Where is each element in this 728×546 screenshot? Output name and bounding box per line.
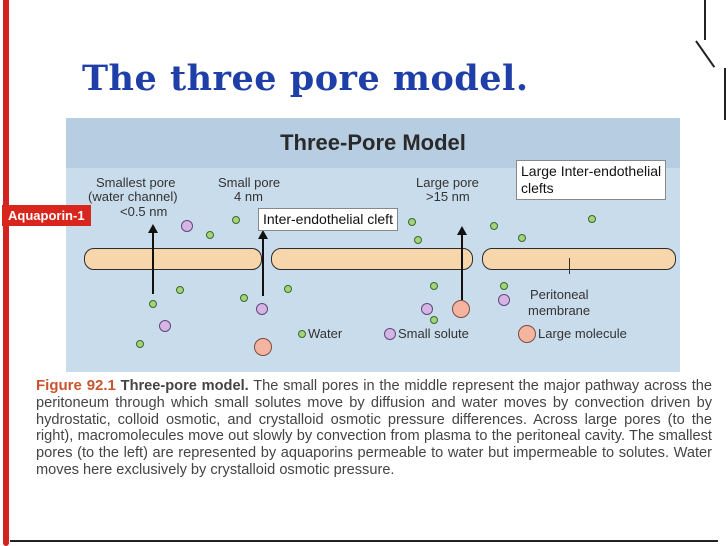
large-inter-endothelial-callout: Large Inter-endothelial clefts [516, 160, 667, 200]
small-pore-label: Small pore [218, 175, 281, 190]
water-particle [240, 294, 248, 302]
aquaporin-badge: Aquaporin-1 [2, 205, 91, 226]
small-solute-particle [159, 320, 171, 332]
frame-segment [704, 0, 706, 40]
left-frame-line [3, 0, 9, 546]
small-pore-size: 4 nm [234, 189, 263, 204]
water-particle [232, 216, 240, 224]
large-pore-label: Large pore [416, 175, 479, 190]
peritoneal-membrane-label-1: Peritoneal [530, 287, 589, 302]
inter-endothelial-callout: Inter-endothelial cleft [258, 208, 398, 231]
large-pore-arrow [457, 226, 467, 300]
water-particle [136, 340, 144, 348]
membrane-segment-right [482, 248, 676, 270]
smallest-pore-size: <0.5 nm [120, 204, 168, 219]
small-solute-particle [181, 220, 193, 232]
legend-small-solute-label: Small solute [398, 326, 469, 341]
water-particle [588, 215, 596, 223]
membrane-segment-left [84, 248, 262, 270]
figure-caption: Figure 92.1 Three-pore model. The small … [36, 377, 712, 479]
callout-line-1: Large Inter-endothelial [521, 163, 662, 179]
callout-line-2: clefts [521, 180, 554, 196]
small-solute-particle [256, 303, 268, 315]
small-solute-particle [498, 294, 510, 306]
legend-large-molecule-label: Large molecule [538, 326, 627, 341]
water-particle [518, 234, 526, 242]
smallest-pore-label: Smallest pore [96, 175, 176, 190]
figure-title: Three-Pore Model [66, 118, 680, 168]
large-molecule-particle [452, 300, 470, 318]
water-particle [284, 285, 292, 293]
water-particle [149, 300, 157, 308]
caption-figure-number: Figure 92.1 [36, 377, 116, 394]
water-particle [490, 222, 498, 230]
small-pore-arrow [258, 230, 268, 296]
frame-segment [695, 40, 716, 68]
bottom-frame-decoration [10, 534, 728, 546]
caption-figure-name: Three-pore model. [120, 378, 249, 394]
caption-text: The small pores in the middle represent … [36, 378, 712, 478]
small-solute-particle [421, 303, 433, 315]
top-right-frame-decoration [695, 0, 728, 120]
frame-segment [724, 68, 726, 120]
water-particle [500, 282, 508, 290]
peritoneal-membrane-label-2: membrane [528, 303, 591, 318]
legend-large-molecule-swatch [518, 325, 536, 343]
frame-segment [10, 540, 718, 542]
water-particle [430, 316, 438, 324]
water-particle [176, 286, 184, 294]
slide-title: The three pore model. [82, 58, 529, 99]
water-particle [408, 218, 416, 226]
water-particle [414, 236, 422, 244]
water-particle [206, 231, 214, 239]
three-pore-figure: Three-Pore Model Smallest pore (water ch… [66, 118, 680, 372]
smallest-pore-sublabel: (water channel) [88, 189, 178, 204]
membrane-pointer-line [569, 258, 570, 274]
legend-small-solute-swatch [384, 328, 396, 340]
large-pore-size: >15 nm [426, 189, 470, 204]
legend-water-label: Water [308, 326, 343, 341]
large-molecule-particle [254, 338, 272, 356]
legend-water-swatch [298, 330, 306, 338]
water-particle [430, 282, 438, 290]
smallest-pore-arrow [148, 224, 158, 294]
membrane-segment-middle [271, 248, 473, 270]
